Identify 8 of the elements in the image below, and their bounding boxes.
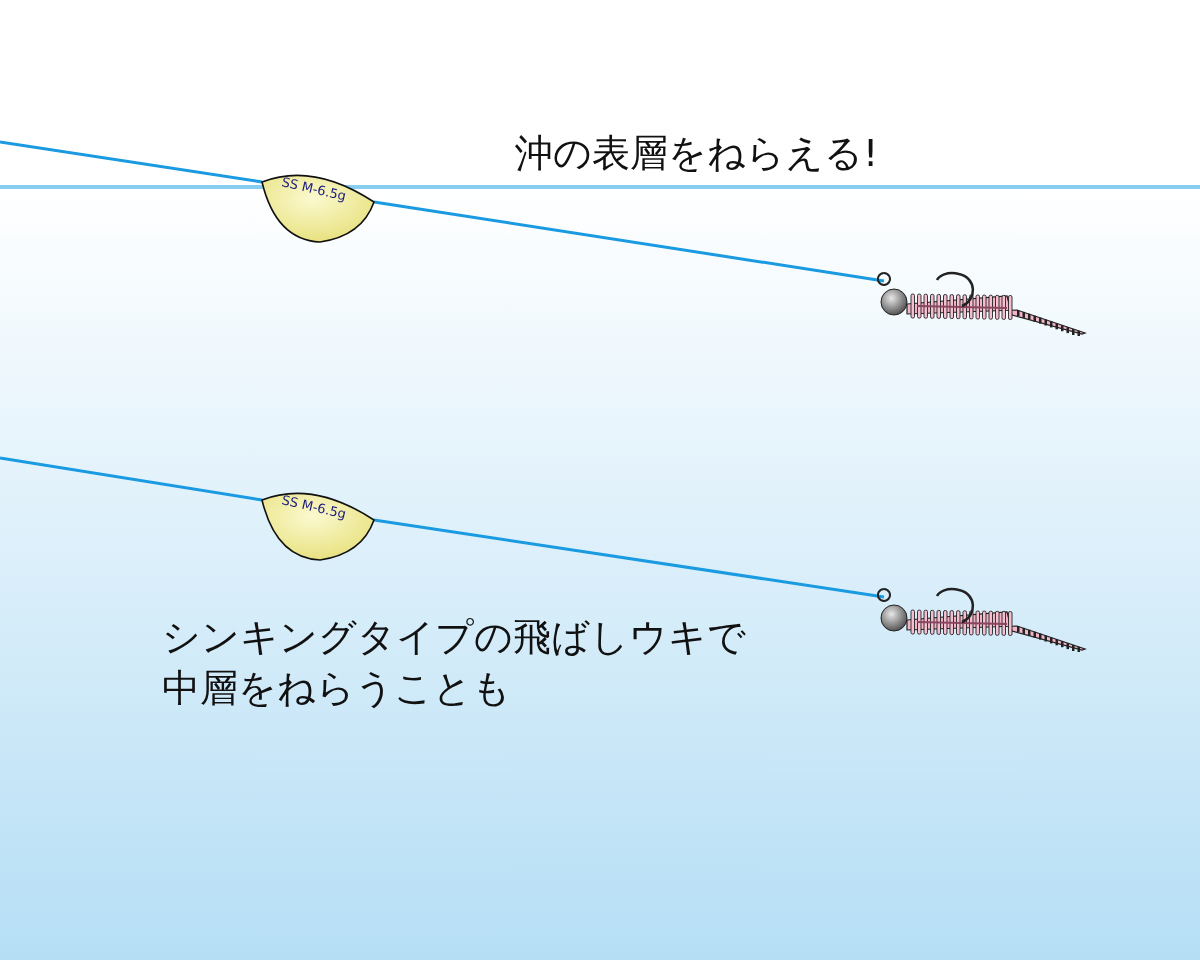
float-marking: SS M-6.5g xyxy=(280,174,348,204)
caption-text: シンキングタイプの飛ばしウキで中層をねらうことも xyxy=(162,614,747,713)
fishing-line xyxy=(373,200,885,283)
float-marking: SS M-6.5g xyxy=(280,492,348,522)
heading-text: 沖の表層をねらえる! xyxy=(515,130,880,177)
fishing-line xyxy=(373,518,885,599)
fishing-line xyxy=(0,456,263,502)
fishing-line xyxy=(0,140,263,184)
